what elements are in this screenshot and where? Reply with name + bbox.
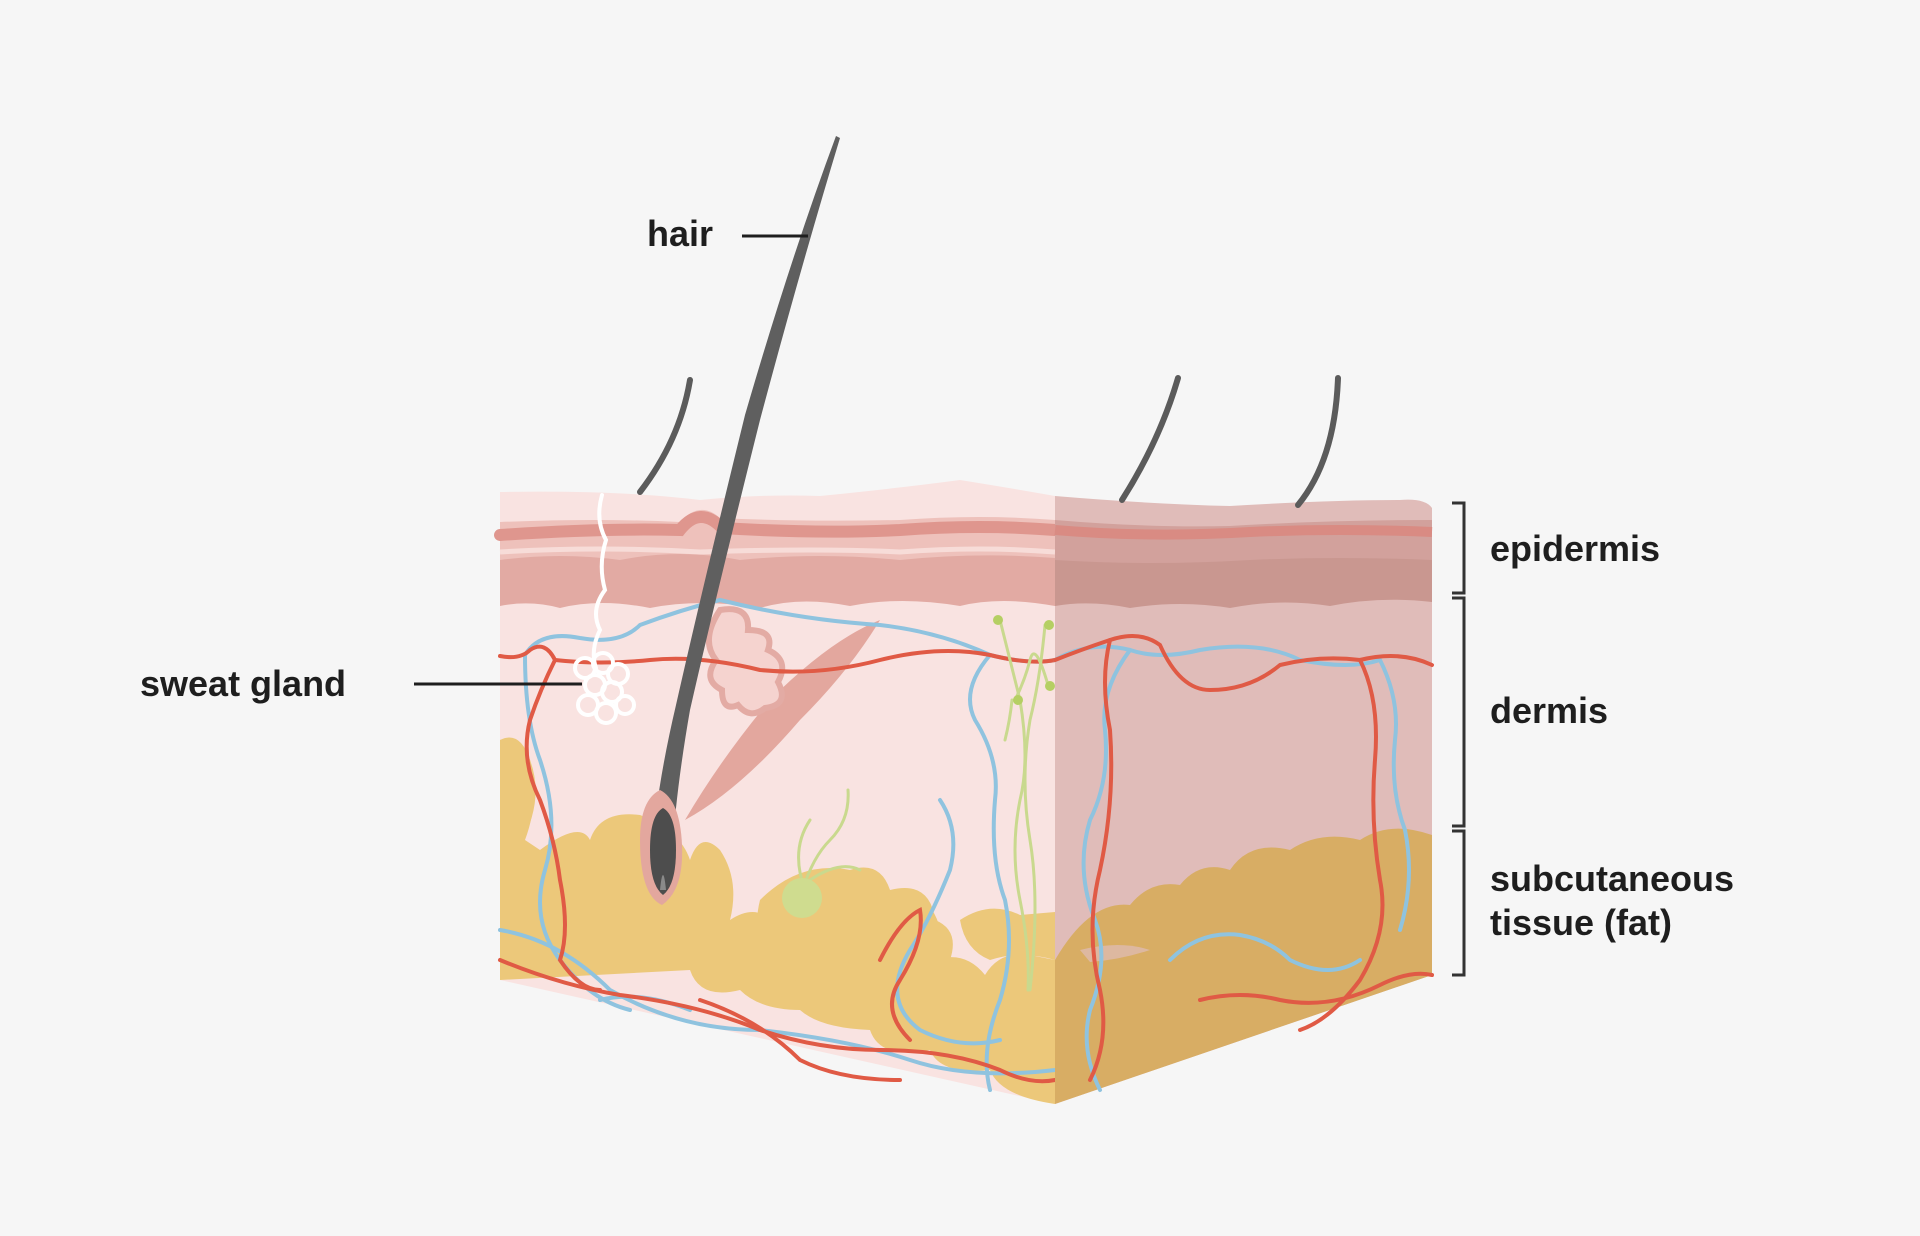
nerve-front [797, 618, 1050, 992]
pacinian-corpuscle [782, 878, 822, 918]
label-hair: hair [647, 213, 808, 254]
label-subcutaneous-line1: subcutaneous [1490, 858, 1734, 899]
layer-brackets [1452, 501, 1466, 977]
side-face [1053, 496, 1434, 1104]
bracket-dermis [1452, 596, 1466, 828]
hair-bulb [650, 808, 676, 895]
epidermis-front-line [494, 511, 1061, 541]
veins-side [1053, 644, 1411, 1092]
label-sweat-gland-text: sweat gland [140, 663, 346, 704]
label-epidermis: epidermis [1490, 528, 1660, 569]
bracket-epidermis [1452, 501, 1466, 595]
nerve-endings [993, 615, 1055, 705]
small-hairs [637, 375, 1341, 508]
fat-front [500, 739, 1055, 1104]
epidermis-front-dark [500, 554, 1055, 608]
epidermis-side-dark [1055, 558, 1432, 608]
label-hair-text: hair [647, 213, 713, 254]
sweat-gland-coil [573, 651, 636, 725]
sebaceous-gland [706, 606, 786, 717]
hair-shaft [640, 136, 840, 905]
label-sweat-gland: sweat gland [140, 663, 582, 704]
fat-side-highlight [1080, 945, 1150, 962]
bracket-subcutaneous [1452, 829, 1466, 977]
arteries-front [498, 644, 1057, 1084]
label-dermis: dermis [1490, 690, 1608, 731]
front-face [494, 480, 1061, 1104]
sweat-gland [573, 493, 636, 725]
arteries-side [1053, 634, 1434, 1082]
fat-side [1055, 828, 1432, 1104]
epidermis-side-line [1054, 525, 1433, 540]
label-subcutaneous-line2: tissue (fat) [1490, 902, 1672, 943]
epidermis-front-line2 [499, 546, 1056, 555]
fat-lobule-1 [500, 737, 536, 860]
